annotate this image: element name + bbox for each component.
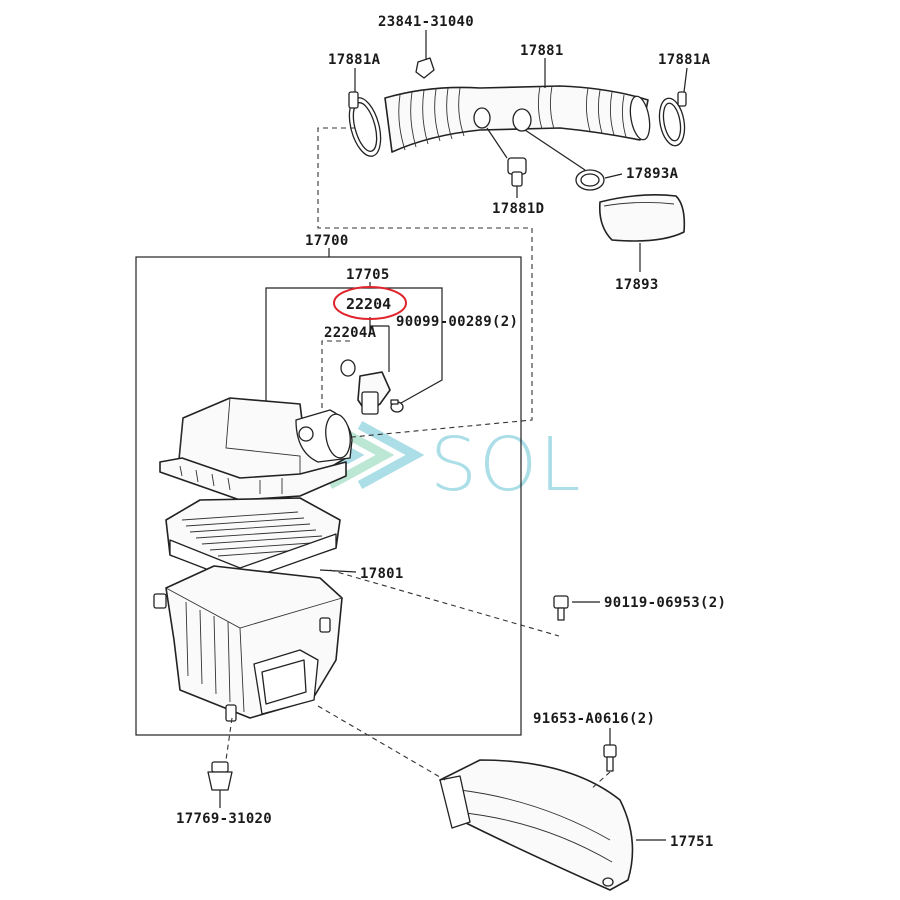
- bolt-90119: [329, 569, 600, 637]
- label-91653-A0616: 91653-A0616(2): [533, 711, 655, 727]
- label-17751: 17751: [670, 834, 714, 850]
- bolt-91653: [589, 728, 617, 791]
- clamp-right-17881A: [658, 91, 687, 147]
- label-90099-00289: 90099-00289(2): [396, 314, 518, 330]
- air-cleaner-cap: [159, 397, 353, 501]
- oring-22204A: [321, 340, 356, 415]
- label-17705: 17705: [346, 267, 390, 283]
- label-23841-31040: 23841-31040: [378, 14, 474, 30]
- label-17893A: 17893A: [626, 166, 679, 182]
- screw-90099: [390, 399, 404, 413]
- grommet-17769: [207, 717, 233, 808]
- label-17893: 17893: [615, 277, 659, 293]
- top-leaders: [317, 30, 688, 438]
- intake-hose-17881: [348, 85, 651, 157]
- label-17881A-right: 17881A: [658, 52, 711, 68]
- label-17881A-left: 17881A: [328, 52, 381, 68]
- air-filter-17801: [165, 497, 357, 583]
- label-17881: 17881: [520, 43, 564, 59]
- label-22204A: 22204A: [324, 325, 377, 341]
- clamp-left-screw: [348, 91, 359, 109]
- resonator-17893: [598, 194, 686, 242]
- clip-23841: [415, 57, 435, 79]
- label-17801: 17801: [360, 566, 404, 582]
- air-cleaner-case: [153, 565, 343, 722]
- sensor-17881D: [507, 157, 527, 187]
- label-17881D: 17881D: [492, 201, 544, 217]
- label-17700: 17700: [305, 233, 349, 249]
- label-90119-06953: 90119-06953(2): [604, 595, 726, 611]
- label-17769-31020: 17769-31020: [176, 811, 272, 827]
- highlight-circle-22204: [333, 286, 407, 320]
- clamp-17893A: [575, 169, 605, 191]
- duct-17751: [317, 705, 666, 891]
- watermark-text: SOL: [430, 422, 582, 508]
- sensor-22204: [357, 371, 391, 415]
- label-22204: 22204: [346, 295, 391, 313]
